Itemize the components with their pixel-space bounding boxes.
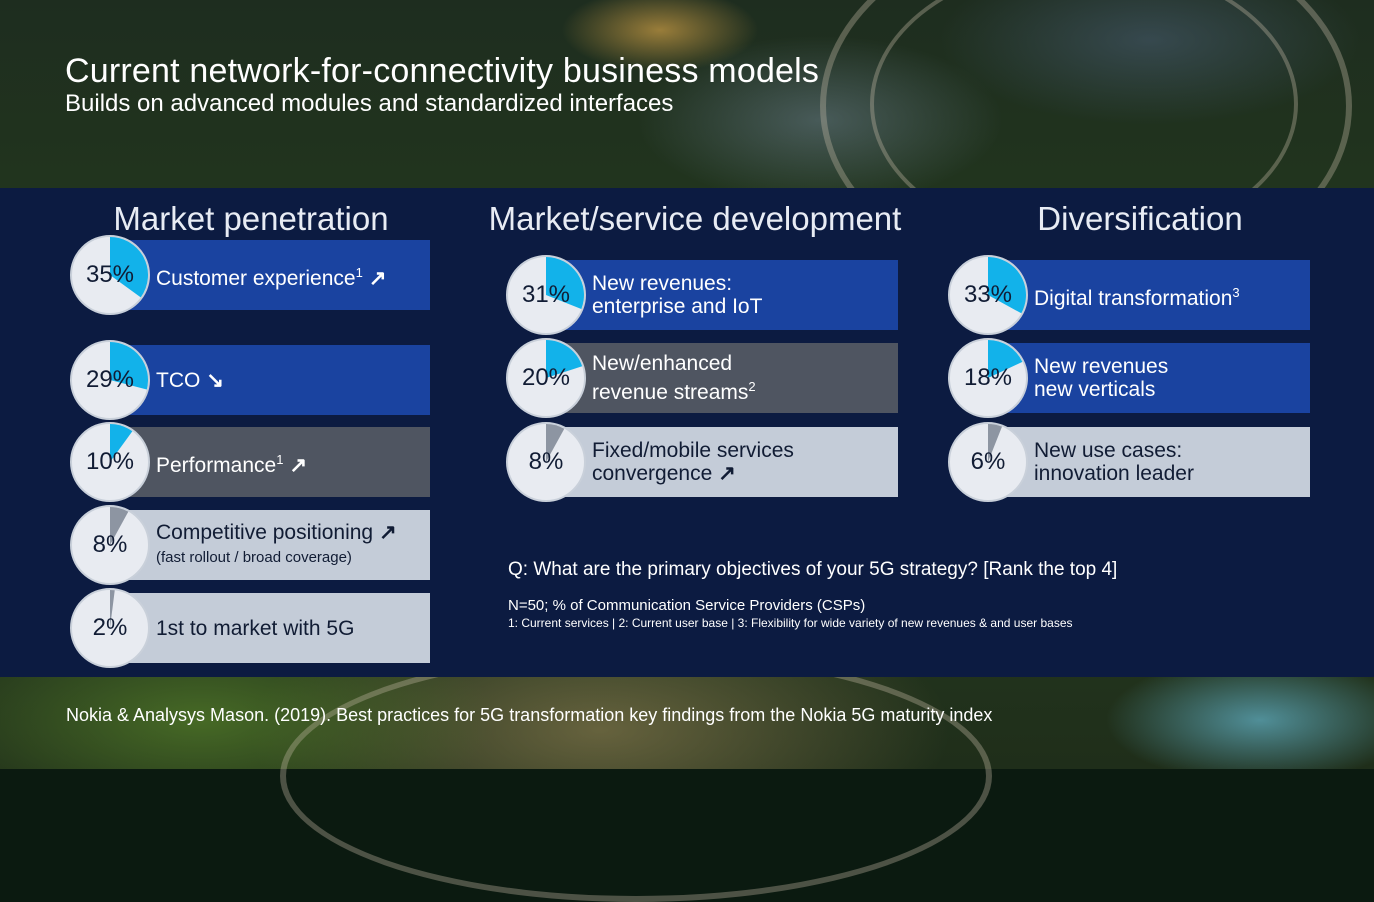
- pie-slice: [988, 424, 1002, 462]
- percentage-value: 33%: [963, 281, 1013, 308]
- objective-label: New use cases:innovation leader: [990, 439, 1194, 485]
- percentage-pie: 20%: [506, 338, 586, 418]
- objective-label-line2: new verticals: [1034, 378, 1156, 401]
- pie-slice: [110, 590, 115, 628]
- objective-label-line1: 1st to market with 5G: [156, 616, 355, 640]
- sample-note: N=50; % of Communication Service Provide…: [508, 597, 866, 614]
- pie-slice: [988, 340, 1023, 378]
- pie-slice: [110, 507, 129, 545]
- percentage-value: 8%: [92, 531, 128, 558]
- title-block: Current network-for-connectivity busines…: [65, 52, 819, 118]
- objective-label: New revenues:enterprise and IoT: [548, 272, 762, 318]
- objective-bar: New use cases:innovation leader: [990, 427, 1310, 497]
- objective-label-line1: Digital transformation3: [1034, 284, 1240, 310]
- objective-bar: Customer experience1↗: [110, 240, 430, 310]
- objective-label-line2: innovation leader: [1034, 462, 1194, 485]
- objective-label-line1: Fixed/mobile services: [592, 439, 794, 462]
- percentage-value: 2%: [92, 614, 128, 641]
- objective-label-line1: New revenues:: [592, 272, 733, 295]
- percentage-value: 35%: [85, 261, 135, 288]
- objective-label-line1: Customer experience1↗: [156, 264, 387, 290]
- objective-label: 1st to market with 5G: [110, 617, 354, 640]
- objective-label-line1: TCO↘: [156, 368, 224, 392]
- percentage-pie: 10%: [70, 422, 150, 502]
- road-curve: [280, 650, 992, 902]
- pie-slice: [110, 424, 133, 462]
- percentage-pie: 29%: [70, 340, 150, 420]
- objective-bar: Performance1↗: [110, 427, 430, 497]
- arrow-up-right-icon: ↗: [379, 521, 397, 544]
- percentage-value: 18%: [963, 364, 1013, 391]
- percentage-value: 20%: [521, 364, 571, 391]
- percentage-value: 29%: [85, 366, 135, 393]
- percentage-pie: 8%: [506, 422, 586, 502]
- percentage-pie: 6%: [948, 422, 1028, 502]
- objective-label: TCO↘: [110, 369, 224, 392]
- page-title: Current network-for-connectivity busines…: [65, 52, 820, 90]
- percentage-pie: 8%: [70, 505, 150, 585]
- objective-label: New/enhanced revenue streams2: [548, 352, 756, 404]
- objective-label: Performance1↗: [110, 448, 307, 477]
- column-heading: Market penetration: [113, 200, 389, 237]
- objective-bar: Digital transformation3: [990, 260, 1310, 330]
- arrow-down-right-icon: ↘: [206, 368, 224, 392]
- objective-label-line1: Competitive positioning↗: [156, 521, 397, 544]
- pie-slice: [110, 237, 148, 298]
- pie-slice: [988, 257, 1026, 314]
- pie-slice: [546, 424, 565, 462]
- percentage-pie: 2%: [70, 588, 150, 668]
- objective-label-line2: convergence↗: [592, 462, 736, 485]
- pie-slice: [110, 342, 148, 390]
- percentage-value: 8%: [528, 448, 564, 475]
- percentage-pie: 35%: [70, 235, 150, 315]
- percentage-value: 10%: [85, 448, 135, 475]
- objective-label-line1: New/enhanced: [592, 352, 733, 375]
- survey-question: Q: What are the primary objectives of yo…: [508, 559, 1118, 580]
- source-citation: Nokia & Analysys Mason. (2019). Best pra…: [66, 705, 993, 725]
- objective-label-line2: enterprise and IoT: [592, 295, 763, 318]
- objective-bar: TCO↘: [110, 345, 430, 415]
- column-heading: Diversification: [1037, 200, 1243, 237]
- objective-label: Competitive positioning↗ (fast rollout / …: [110, 521, 397, 569]
- arrow-up-right-icon: ↗: [289, 453, 308, 477]
- objective-bar: New/enhanced revenue streams2: [548, 343, 898, 413]
- objective-label-line2: (fast rollout / broad coverage): [156, 549, 352, 566]
- arrow-up-right-icon: ↗: [368, 266, 387, 290]
- objective-bar: Competitive positioning↗ (fast rollout / …: [110, 510, 430, 580]
- column-heading: Market/service development: [488, 200, 902, 237]
- objective-label-line1: Performance1↗: [156, 451, 308, 477]
- objective-label-line1: New use cases:: [1034, 439, 1183, 462]
- objective-bar: 1st to market with 5G: [110, 593, 430, 663]
- objective-label-line2: revenue streams2: [592, 379, 756, 404]
- objective-label: Customer experience1↗: [110, 261, 386, 290]
- percentage-value: 31%: [521, 281, 571, 308]
- percentage-pie: 31%: [506, 255, 586, 335]
- objective-bar: New revenues:enterprise and IoT: [548, 260, 898, 330]
- page-subtitle: Builds on advanced modules and standardi…: [65, 90, 674, 117]
- footnotes: 1: Current services | 2: Current user ba…: [508, 616, 1073, 630]
- percentage-value: 6%: [970, 448, 1006, 475]
- pie-slice: [546, 257, 584, 309]
- objective-label-line1: New revenues: [1034, 355, 1169, 378]
- pie-slice: [546, 340, 583, 378]
- percentage-pie: 18%: [948, 338, 1028, 418]
- percentage-pie: 33%: [948, 255, 1028, 335]
- arrow-up-right-icon: ↗: [718, 462, 736, 485]
- objective-label: Digital transformation3: [990, 281, 1240, 310]
